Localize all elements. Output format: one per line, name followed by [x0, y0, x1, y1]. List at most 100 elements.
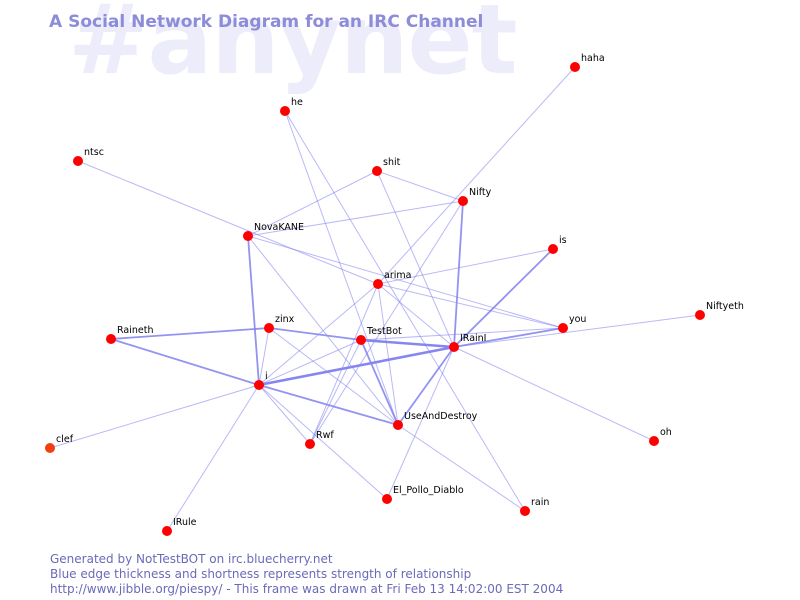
node-i[interactable]: i	[254, 371, 268, 390]
node-label: arima	[384, 270, 411, 281]
edge-TestBot-i	[258, 339, 362, 386]
footer-url-timestamp: http://www.jibble.org/piespy/ - This fra…	[50, 582, 564, 596]
node-label: Nifty	[469, 187, 492, 198]
node-haha[interactable]: haha	[570, 53, 605, 72]
node-dot[interactable]	[305, 439, 315, 449]
node-ntsc[interactable]: ntsc	[73, 147, 104, 166]
edge-arima-IRainI	[377, 283, 455, 348]
node-label: TestBot	[366, 326, 402, 337]
node-label: haha	[581, 53, 605, 64]
node-dot[interactable]	[280, 106, 290, 116]
node-oh[interactable]: oh	[649, 427, 672, 446]
node-dot[interactable]	[520, 506, 530, 516]
edge-zinx-i	[258, 327, 270, 386]
node-label: zinx	[275, 314, 295, 325]
edge-IRainI-oh	[453, 346, 655, 442]
node-label: is	[559, 235, 567, 246]
edge-arima-UseAndDestroy	[377, 283, 399, 426]
node-El_Pollo_Diablo[interactable]: El_Pollo_Diablo	[382, 485, 464, 504]
node-dot[interactable]	[264, 323, 274, 333]
node-label: El_Pollo_Diablo	[393, 485, 464, 496]
node-label: shit	[383, 157, 401, 168]
node-label: IRule	[173, 517, 197, 528]
node-TestBot[interactable]: TestBot	[356, 326, 402, 345]
edge-arima-Rwf	[309, 283, 379, 445]
edge-i-El_Pollo_Diablo	[258, 384, 388, 500]
edge-zinx-TestBot	[268, 327, 362, 341]
node-IRainI[interactable]: IRainI	[449, 333, 486, 352]
node-dot[interactable]	[45, 443, 55, 453]
edge-i-IRule	[166, 384, 260, 532]
node-dot[interactable]	[695, 310, 705, 320]
edge-Nifty-Rwf	[309, 200, 464, 445]
node-he[interactable]: he	[280, 97, 303, 116]
edge-you-IRainI	[453, 327, 564, 348]
node-dot[interactable]	[373, 279, 383, 289]
node-label: rain	[531, 497, 549, 508]
node-dot[interactable]	[243, 231, 253, 241]
node-label: Niftyeth	[706, 301, 744, 312]
node-dot[interactable]	[106, 334, 116, 344]
node-dot[interactable]	[570, 62, 580, 72]
node-rain[interactable]: rain	[520, 497, 549, 516]
edge-zinx-UseAndDestroy	[268, 327, 399, 426]
channel-watermark: #anynet	[68, 0, 517, 96]
node-dot[interactable]	[356, 335, 366, 345]
edge-IRainI-El_Pollo_Diablo	[386, 346, 455, 500]
edge-Raineth-i	[110, 338, 260, 386]
diagram-title: A Social Network Diagram for an IRC Chan…	[49, 12, 484, 32]
node-IRule[interactable]: IRule	[162, 517, 197, 536]
node-label: ntsc	[84, 147, 104, 158]
edge-i-Rwf	[258, 384, 311, 445]
node-dot[interactable]	[458, 196, 468, 206]
node-dot[interactable]	[73, 156, 83, 166]
node-UseAndDestroy[interactable]: UseAndDestroy	[393, 411, 478, 430]
node-dot[interactable]	[382, 494, 392, 504]
node-label: he	[291, 97, 303, 108]
node-dot[interactable]	[649, 436, 659, 446]
edge-shit-IRainI	[376, 170, 455, 348]
node-NovaKANE[interactable]: NovaKANE	[243, 222, 304, 241]
edges-layer	[49, 66, 701, 532]
node-Raineth[interactable]: Raineth	[106, 325, 153, 344]
node-dot[interactable]	[393, 420, 403, 430]
node-zinx[interactable]: zinx	[264, 314, 295, 333]
edge-is-IRainI	[453, 248, 554, 348]
node-Niftyeth[interactable]: Niftyeth	[695, 301, 744, 320]
edge-Raineth-zinx	[110, 327, 270, 340]
node-label: UseAndDestroy	[404, 411, 478, 422]
node-label: Raineth	[117, 325, 153, 336]
edge-Nifty-IRainI	[453, 200, 464, 348]
edge-i-UseAndDestroy	[258, 384, 399, 426]
node-you[interactable]: you	[558, 314, 586, 333]
node-shit[interactable]: shit	[372, 157, 401, 176]
node-arima[interactable]: arima	[373, 270, 411, 289]
edge-NovaKANE-i	[247, 235, 260, 386]
node-label: i	[265, 371, 268, 382]
edge-TestBot-IRainI	[360, 338, 455, 349]
node-is[interactable]: is	[548, 235, 567, 254]
node-dot[interactable]	[162, 526, 172, 536]
edge-he-rain	[284, 110, 526, 512]
footer-legend-note: Blue edge thickness and shortness repres…	[50, 567, 472, 581]
node-dot[interactable]	[449, 342, 459, 352]
node-dot[interactable]	[372, 166, 382, 176]
footer: Generated by NotTestBOT on irc.bluecherr…	[50, 552, 563, 597]
edge-is-arima	[377, 248, 554, 285]
node-dot[interactable]	[548, 244, 558, 254]
node-Nifty[interactable]: Nifty	[458, 187, 492, 206]
edge-Nifty-NovaKANE	[247, 200, 464, 237]
edge-NovaKANE-you	[247, 235, 564, 329]
edge-TestBot-you	[360, 327, 564, 341]
edge-haha-arima	[377, 66, 576, 285]
edge-ntsc-arima	[77, 160, 379, 285]
edge-he-UseAndDestroy	[284, 110, 399, 426]
node-Rwf[interactable]: Rwf	[305, 430, 334, 449]
node-dot[interactable]	[558, 323, 568, 333]
node-label: NovaKANE	[254, 222, 304, 233]
node-label: oh	[660, 427, 672, 438]
node-dot[interactable]	[254, 380, 264, 390]
node-clef[interactable]: clef	[45, 434, 74, 453]
